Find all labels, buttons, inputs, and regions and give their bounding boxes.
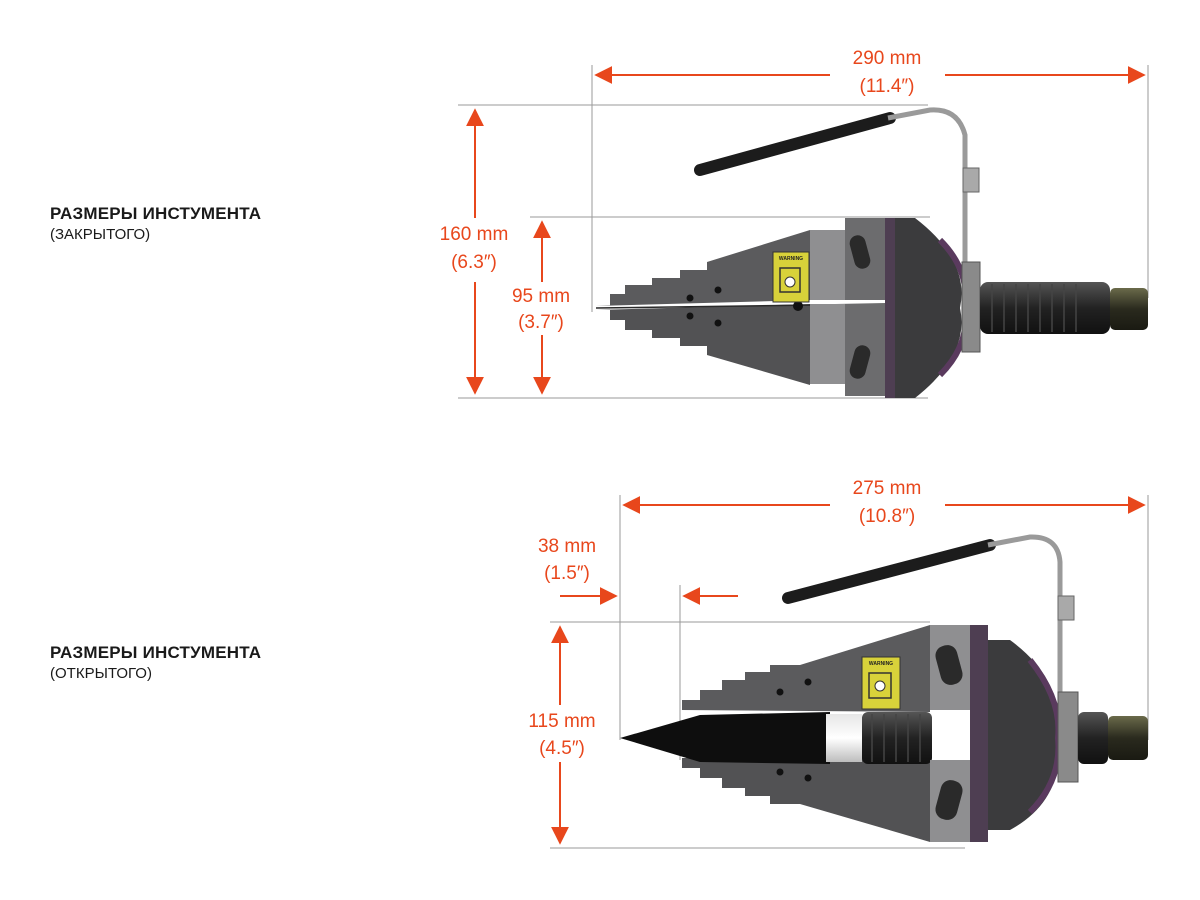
open-handle — [782, 539, 996, 604]
closed-end-nut — [1110, 288, 1148, 330]
closed-warning-label: WARNING — [772, 251, 810, 303]
closed-jaw-mm: 95 mm — [512, 286, 570, 307]
open-dimensions-caption: РАЗМЕРЫ ИНСТУМЕНТА (ОТКРЫТОГО) — [50, 642, 261, 684]
closed-dimensions-caption: РАЗМЕРЫ ИНСТУМЕНТА (ЗАКРЫТОГО) — [50, 203, 261, 245]
closed-length-mm: 290 mm — [853, 48, 922, 69]
closed-length-in: (11.4″) — [860, 76, 915, 97]
closed-bracket-nut — [962, 167, 980, 193]
open-height-mm: 115 mm — [528, 711, 595, 732]
open-warning-label: WARNING — [861, 656, 901, 710]
open-lower-wedge — [682, 758, 930, 842]
open-stroke-in: (1.5″) — [544, 563, 590, 584]
closed-upper-wedge — [596, 230, 810, 306]
open-spreading-wedge — [620, 712, 830, 764]
closed-handle — [694, 112, 896, 176]
closed-height-in: (6.3″) — [451, 252, 497, 273]
closed-handle-bracket — [887, 107, 968, 275]
closed-threaded-rod — [980, 282, 1110, 334]
open-wedge-holes — [776, 678, 812, 782]
closed-lower-wedge — [596, 304, 810, 385]
open-dimension-arrows — [551, 496, 1146, 845]
closed-warning-text: WARNING — [779, 256, 803, 262]
open-length-in: (10.8″) — [859, 506, 915, 527]
closed-dimension-arrows — [466, 66, 1146, 395]
closed-jaw-in: (3.7″) — [518, 312, 564, 333]
open-length-mm: 275 mm — [853, 478, 922, 499]
open-caption-title: РАЗМЕРЫ ИНСТУМЕНТА — [50, 643, 262, 662]
closed-extension-lines — [458, 65, 1149, 399]
closed-caption-title: РАЗМЕРЫ ИНСТУМЕНТА — [50, 204, 262, 223]
closed-tool: WARNING 290 mm (11.4″) 160 mm (6.3″) 95 … — [440, 48, 1149, 399]
closed-wedge-holes — [686, 286, 803, 327]
open-handle-bracket — [987, 534, 1063, 705]
open-height-in: (4.5″) — [539, 738, 585, 759]
open-tool: WARNING 275 mm (10.8″) 38 mm (1.5″) 115 … — [528, 478, 1149, 849]
closed-cylinder-head — [895, 218, 962, 398]
open-warning-text: WARNING — [869, 661, 893, 667]
open-caption-subtitle: (ОТКРЫТОГО) — [50, 665, 152, 682]
closed-caption-subtitle: (ЗАКРЫТОГО) — [50, 226, 151, 243]
open-end-nut — [1108, 716, 1148, 760]
closed-height-mm: 160 mm — [440, 224, 509, 245]
open-cylinder-head — [988, 640, 1059, 830]
open-piston-plug — [826, 714, 862, 762]
open-stroke-mm: 38 mm — [538, 536, 596, 557]
